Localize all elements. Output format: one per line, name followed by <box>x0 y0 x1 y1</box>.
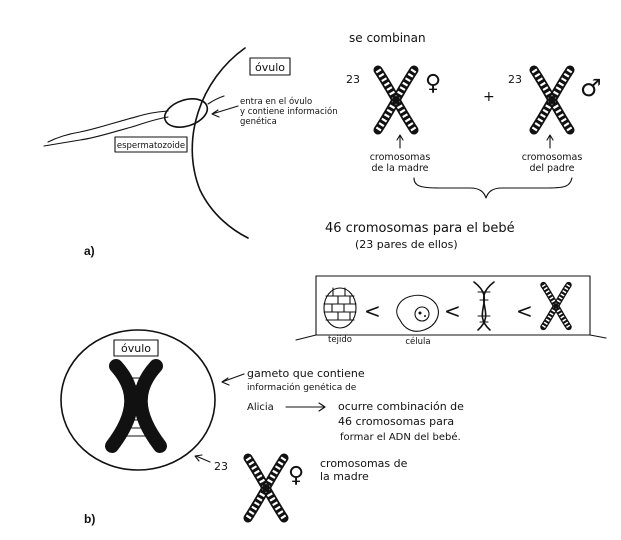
combine-title: se combinan <box>349 31 426 45</box>
ovum-circle <box>60 329 216 471</box>
result-line1: 46 cromosomas para el bebé <box>325 221 515 236</box>
mother-count-b: 23 <box>214 460 228 473</box>
entry-note-line3: genética <box>240 116 277 127</box>
female-symbol-icon: ♀ <box>425 71 441 96</box>
gamete-note-line1: gameto que contiene <box>247 367 365 380</box>
sperm-label: espermatozoide <box>117 141 185 151</box>
ovulo-b-label: óvulo <box>121 342 151 355</box>
mother-caption-b-line1: cromosomas de <box>320 457 408 470</box>
mother-up-arrow <box>396 134 404 149</box>
mother-chromosome-icon <box>378 70 414 130</box>
gamete-note-line2: información genética de <box>247 382 357 393</box>
ovulo-label: óvulo <box>255 61 285 74</box>
sperm-cell <box>43 95 225 147</box>
entry-note-line1: entra en el óvulo <box>240 96 312 107</box>
result-line2: (23 pares de ellos) <box>355 238 458 251</box>
panel-b: óvulo gameto que contiene información ge… <box>60 329 464 526</box>
combination-note-line2: 46 cromosomas para <box>338 415 454 428</box>
panel-a-label: a) <box>84 244 95 258</box>
male-symbol-icon: ♂ <box>580 74 602 102</box>
mother-caption-line1: cromosomas <box>370 152 431 163</box>
scale-strip: tejido < célula < < <box>295 275 607 347</box>
combination-note-line1: ocurre combinación de <box>338 400 464 413</box>
panel-b-label: b) <box>84 512 95 526</box>
entry-note-line2: y contiene información <box>240 106 338 117</box>
mother-count-a: 23 <box>346 73 360 86</box>
sperm-label-box <box>114 136 188 153</box>
scale-sign-3: < <box>516 299 533 323</box>
chromosome-scale-icon <box>543 285 568 327</box>
father-caption-line2: del padre <box>530 163 575 174</box>
father-up-arrow <box>546 134 554 149</box>
ovulo-b-label-box <box>113 339 159 357</box>
father-chromosome-icon <box>534 70 570 130</box>
scale-sign-1: < <box>364 299 381 323</box>
combination-note-line3: formar el ADN del bebé. <box>340 431 461 443</box>
mother-caption-b-line2: la madre <box>320 470 369 483</box>
mother-b-arrow <box>194 454 211 463</box>
ovulo-label-box <box>249 57 291 76</box>
dna-helix-icon <box>473 281 495 331</box>
combine-brace <box>413 177 573 199</box>
panel-a: óvulo entra en el óvulo y contiene infor… <box>43 31 602 258</box>
tissue-icon <box>323 287 357 329</box>
father-count-a: 23 <box>508 73 522 86</box>
tissue-label: tejido <box>328 335 352 345</box>
father-caption-line1: cromosomas <box>522 152 583 163</box>
cell-label: célula <box>405 336 430 347</box>
female-symbol-b-icon: ♀ <box>288 463 304 488</box>
scale-sign-2: < <box>444 299 461 323</box>
cell-icon <box>396 294 439 332</box>
gamete-note-line3: Alicia <box>247 402 274 413</box>
mother-chromosome-b-icon <box>248 458 284 518</box>
combination-arrow <box>285 402 326 412</box>
entry-arrow <box>211 105 239 118</box>
ovum-membrane-arc <box>191 47 249 239</box>
mother-caption-line2: de la madre <box>371 163 428 174</box>
gamete-arrow <box>221 373 245 386</box>
large-chromosome-icon <box>105 359 167 453</box>
plus-sign: + <box>483 89 495 105</box>
